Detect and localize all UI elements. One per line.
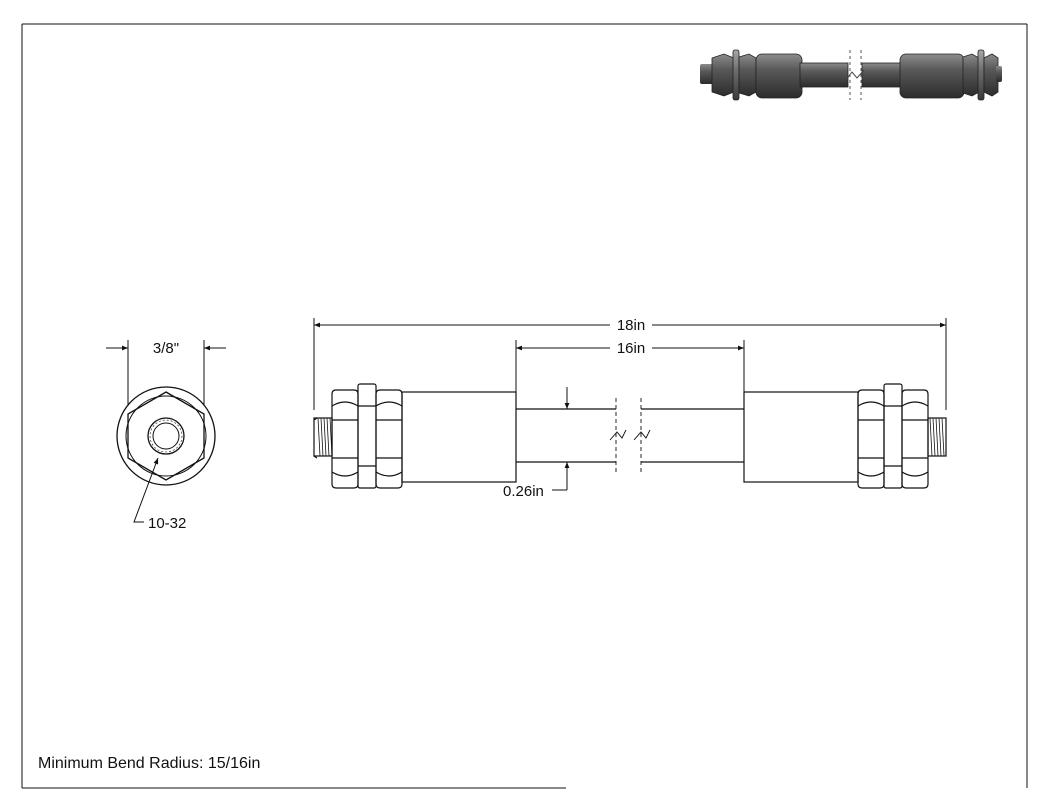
hose-length-dimension: 16in xyxy=(617,340,645,357)
hose-diameter-dimension: 0.26in xyxy=(503,483,544,500)
end-view: 3/8" 10-32 xyxy=(106,340,226,532)
right-thread-stud xyxy=(927,417,947,457)
right-hex-fitting xyxy=(857,389,885,489)
side-view-dimensions: 18in 16in 0.26in xyxy=(313,317,947,500)
left-ferrule xyxy=(401,391,517,483)
right-washer xyxy=(883,383,903,489)
bend-radius-note: Minimum Bend Radius: 15/16in xyxy=(38,755,260,772)
hose xyxy=(516,408,744,463)
left-hex-fitting xyxy=(375,389,403,489)
right-ferrule xyxy=(743,391,859,483)
thread-callout: 10-32 xyxy=(148,515,186,532)
left-thread-stud xyxy=(313,417,333,459)
left-jam-nut xyxy=(331,389,359,489)
isometric-preview xyxy=(700,49,1002,101)
drawing-border xyxy=(21,23,1028,789)
end-view-width-dimension: 3/8" xyxy=(153,340,179,357)
right-jam-nut xyxy=(901,389,929,489)
left-washer xyxy=(357,383,377,489)
break-lines xyxy=(615,398,642,474)
side-view xyxy=(313,383,947,489)
overall-length-dimension: 18in xyxy=(617,317,645,334)
